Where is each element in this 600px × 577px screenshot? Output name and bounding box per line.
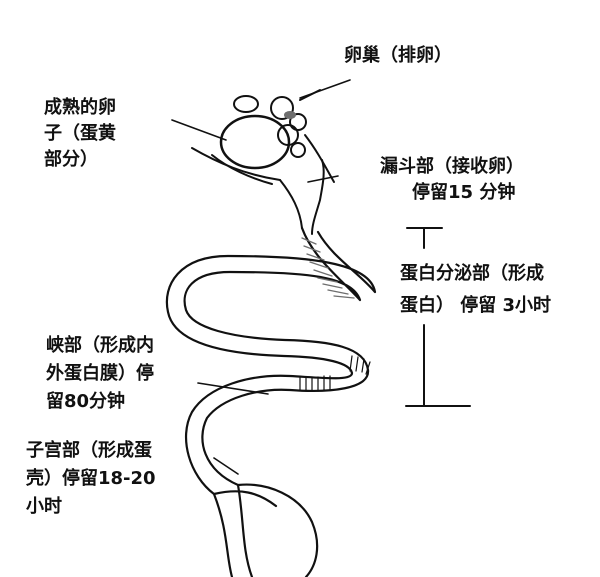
magnum-bracket [405, 227, 471, 407]
isthmus-label: 峡部（形成内 外蛋白膜）停 留80分钟 [46, 335, 154, 412]
magnum-label: 蛋白分泌部（形成 蛋白） 停留 3小时 [400, 263, 552, 316]
uterus-label: 子宫部（形成蛋 壳）停留18-20 小时 [26, 440, 156, 517]
infundibulum-label: 漏斗部（接收卵） 停留15 分钟 [380, 156, 524, 203]
ovary-label: 卵巢（排卵） [344, 45, 452, 66]
infundibulum-illustration [191, 134, 335, 235]
mature-egg-label: 成熟的卵 子（蛋黄 部分） [44, 97, 116, 170]
oviduct-tube [165, 226, 377, 577]
isthmus-ribbing [299, 355, 371, 392]
magnum-shading [301, 237, 355, 299]
ovary-illustration [219, 89, 321, 170]
